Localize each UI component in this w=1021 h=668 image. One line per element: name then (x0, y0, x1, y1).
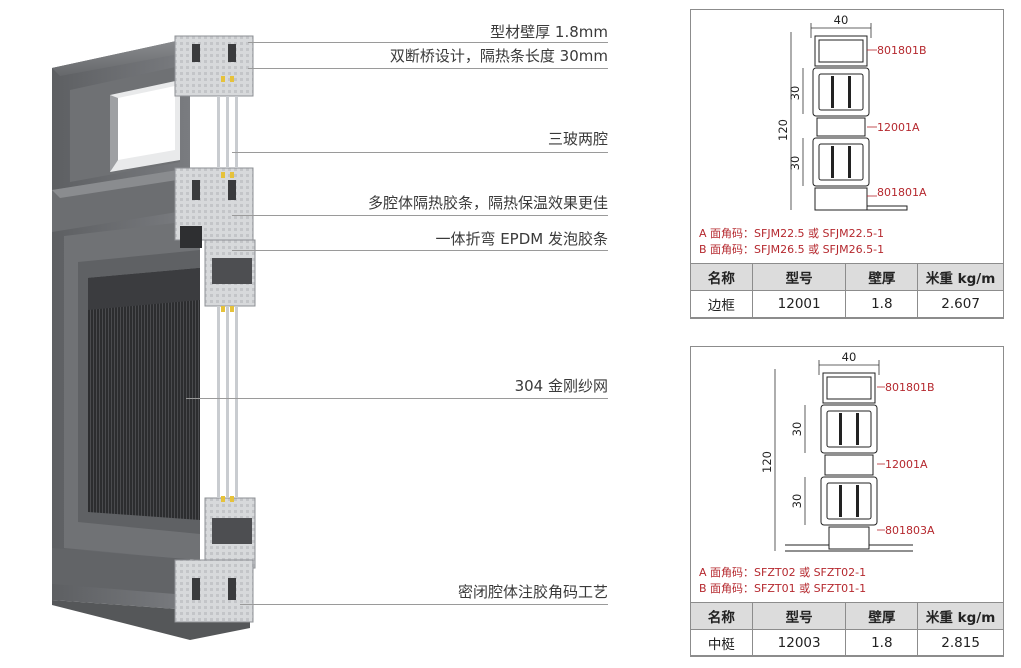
col-header: 壁厚 (845, 263, 919, 291)
table-cell: 1.8 (845, 629, 919, 657)
dim-width: 40 (842, 350, 857, 364)
dim-height: 120 (760, 451, 774, 473)
corner-code-block: A 面角码：SFJM22.5 或 SFJM22.5-1 B 面角码：SFJM26… (699, 226, 884, 258)
col-header: 名称 (690, 263, 753, 291)
callout-corner-glue: 密闭腔体注胶角码工艺 (457, 583, 608, 601)
table-cell: 1.8 (845, 290, 919, 318)
callout-double-thermal-break: 双断桥设计，隔热条长度 30mm (389, 47, 608, 65)
corner-code-block: A 面角码：SFZT02 或 SFZT02-1 B 面角码：SFZT01 或 S… (699, 565, 866, 597)
dim-upper: 30 (790, 422, 804, 437)
part-label: 801801B (877, 44, 927, 57)
callout-leader (232, 215, 608, 216)
callout-steel-mesh: 304 金刚纱网 (514, 377, 608, 395)
corner-code-a: A 面角码：SFZT02 或 SFZT02-1 (699, 566, 867, 579)
corner-code-b: B 面角码：SFZT01 或 SFZT01-1 (699, 582, 867, 595)
callout-wall-thickness: 型材壁厚 1.8mm (490, 23, 608, 41)
callout-leader (232, 152, 608, 153)
window-section-illustration (52, 35, 256, 640)
profile-drawing: 40 120 30 30 801801B 12001A 801803A (760, 350, 935, 552)
callout-leader (232, 250, 608, 251)
callout-triple-glass: 三玻两腔 (547, 130, 608, 148)
col-header: 壁厚 (845, 602, 919, 630)
spec-table: 名称 型号 壁厚 米重 kg/m 中梃 12003 1.8 2.815 (690, 602, 1004, 657)
part-label: 801803A (885, 524, 935, 537)
callout-epdm-seal: 一体折弯 EPDM 发泡胶条 (435, 230, 608, 248)
col-header: 米重 kg/m (917, 602, 1004, 630)
corner-code-b: B 面角码：SFJM26.5 或 SFJM26.5-1 (699, 243, 885, 256)
table-cell: 2.607 (917, 290, 1004, 318)
spec-card-mullion: 40 120 30 30 801801B 12001A 801803A A 面 (690, 346, 1004, 657)
table-cell: 12003 (751, 629, 847, 657)
dim-lower: 30 (788, 156, 802, 171)
dim-lower: 30 (790, 494, 804, 509)
dim-upper: 30 (788, 86, 802, 101)
col-header: 米重 kg/m (917, 263, 1004, 291)
part-label: 801801A (877, 186, 927, 199)
table-cell: 2.815 (917, 629, 1004, 657)
part-label: 801801B (885, 381, 935, 394)
callout-multi-chamber-strip: 多腔体隔热胶条，隔热保温效果更佳 (367, 194, 608, 212)
col-header: 名称 (690, 602, 753, 630)
profile-drawing: 40 120 30 30 801801B 12001A 8 (776, 13, 927, 211)
callout-leader (248, 68, 608, 69)
callout-leader (240, 604, 608, 605)
spec-card-frame: 40 120 30 30 801801B 12001A 8 (690, 9, 1004, 319)
table-cell: 中梃 (690, 629, 753, 657)
table-cell: 边框 (690, 290, 753, 318)
callout-leader (248, 42, 608, 43)
spec-table: 名称 型号 壁厚 米重 kg/m 边框 12001 1.8 2.607 (690, 263, 1004, 318)
part-label: 12001A (877, 121, 920, 134)
dim-height: 120 (776, 119, 790, 141)
table-cell: 12001 (751, 290, 847, 318)
col-header: 型号 (751, 602, 847, 630)
callout-leader (186, 398, 608, 399)
col-header: 型号 (751, 263, 847, 291)
part-label: 12001A (885, 458, 928, 471)
dim-width: 40 (834, 13, 849, 27)
corner-code-a: A 面角码：SFJM22.5 或 SFJM22.5-1 (699, 227, 885, 240)
